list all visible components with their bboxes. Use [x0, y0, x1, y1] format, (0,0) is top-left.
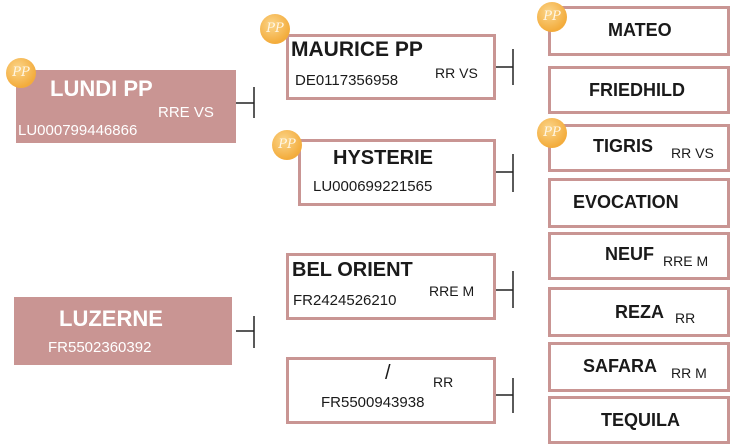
pp-badge-icon: PP — [537, 118, 567, 148]
pp-badge-icon: PP — [537, 2, 567, 32]
pp-badge-icon: PP — [272, 130, 302, 160]
pp-badge-icon: PP — [260, 14, 290, 44]
grandparent-name: FRIEDHILD — [589, 80, 685, 100]
grandparent-tequila: TEQUILA — [548, 396, 730, 444]
sire-bel-orient: BEL ORIENT FR2424526210 RRE M — [286, 253, 496, 320]
grandparent-reza: REZA RR — [548, 287, 730, 337]
grandparent-name: TIGRIS — [593, 136, 654, 156]
grandparent-name: REZA — [615, 302, 664, 322]
dam-unknown: / RR FR5500943938 — [286, 357, 496, 424]
subject-luzerne: LUZERNE FR5502360392 — [14, 297, 232, 365]
grandparent-name: TEQUILA — [601, 410, 680, 430]
grandparent-suffix: RRE M — [663, 253, 709, 269]
grandparent-safara: SAFARA RR M — [548, 342, 730, 392]
sire-maurice-pp: MAURICE PP DE0117356958 RR VS — [286, 34, 496, 100]
grandparent-suffix: RR — [675, 310, 696, 326]
grandparent-neuf: NEUF RRE M — [548, 232, 730, 280]
grandparent-name: NEUF — [605, 244, 654, 264]
parent-id: FR5500943938 — [321, 394, 425, 411]
subject-id: LU000799446866 — [18, 122, 138, 139]
grandparent-mateo: MATEO — [548, 6, 730, 56]
dam-hysterie: HYSTERIE LU000699221565 — [298, 139, 496, 206]
grandparent-evocation: EVOCATION — [548, 178, 730, 228]
grandparent-name: EVOCATION — [573, 192, 679, 212]
subject-name: LUZERNE — [59, 306, 163, 331]
grandparent-name: MATEO — [608, 20, 672, 40]
parent-name: / — [385, 362, 391, 384]
parent-suffix: RRE M — [429, 283, 475, 299]
parent-name: BEL ORIENT — [292, 259, 413, 281]
grandparent-suffix: RR VS — [671, 145, 714, 161]
subject-lundi-pp: LUNDI PP RRE VS LU000799446866 — [16, 70, 236, 143]
subject-suffix: RRE VS — [158, 104, 214, 121]
parent-id: DE0117356958 — [295, 72, 399, 89]
parent-suffix: RR VS — [435, 65, 478, 81]
grandparent-suffix: RR M — [671, 365, 707, 381]
parent-id: LU000699221565 — [313, 178, 433, 195]
parent-id: FR2424526210 — [293, 292, 397, 309]
grandparent-friedhild: FRIEDHILD — [548, 66, 730, 114]
grandparent-name: SAFARA — [583, 356, 658, 376]
grandparent-tigris: TIGRIS RR VS — [548, 124, 730, 172]
pp-badge-icon: PP — [6, 58, 36, 88]
parent-suffix: RR — [433, 374, 454, 390]
parent-name: HYSTERIE — [333, 147, 434, 169]
parent-name: MAURICE PP — [291, 38, 423, 61]
subject-name: LUNDI PP — [50, 76, 153, 101]
subject-id: FR5502360392 — [48, 339, 152, 356]
